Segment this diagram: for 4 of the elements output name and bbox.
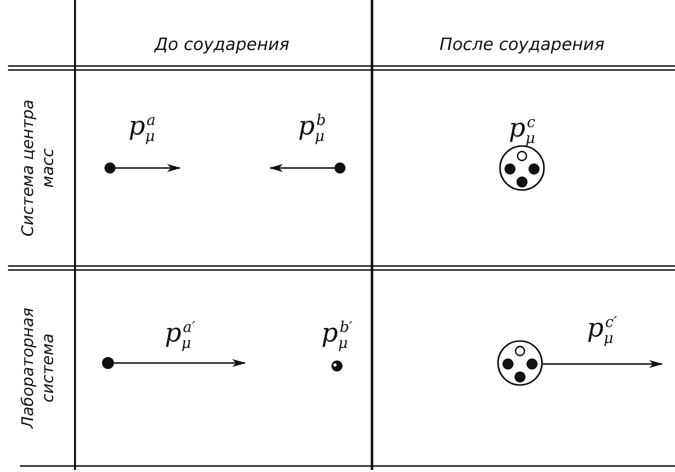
row-header: Система центра масс [18,98,58,238]
row-header: Лабораторная система [18,306,58,431]
column-header: После соударения [440,35,604,55]
column-header: До соударения [154,35,290,55]
